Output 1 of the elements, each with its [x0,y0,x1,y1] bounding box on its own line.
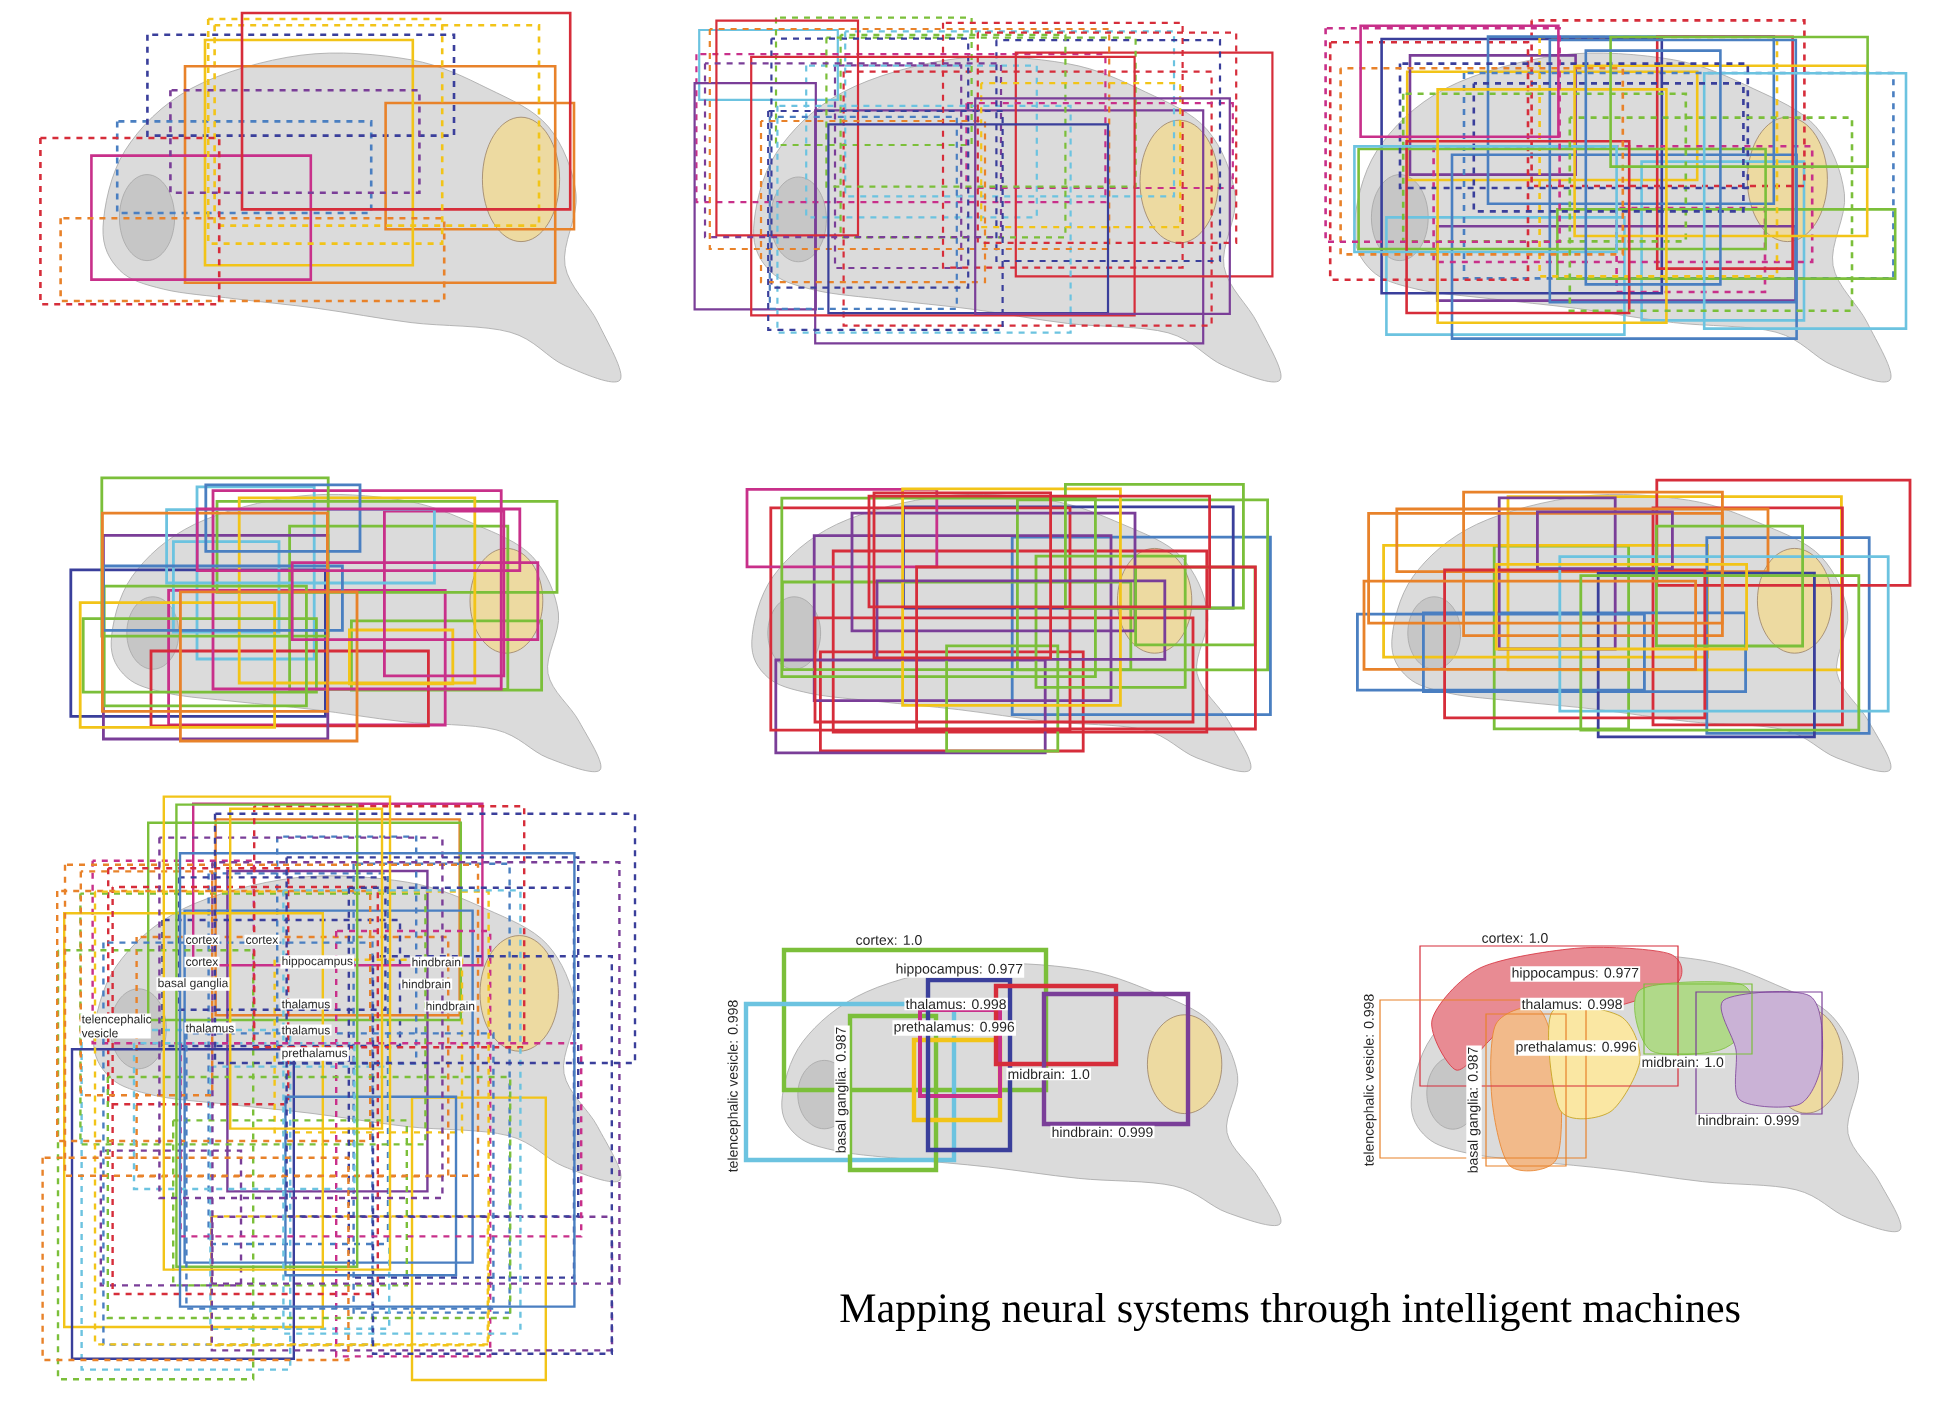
caption: Mapping neural systems through intelligent machines [840,1292,1740,1332]
